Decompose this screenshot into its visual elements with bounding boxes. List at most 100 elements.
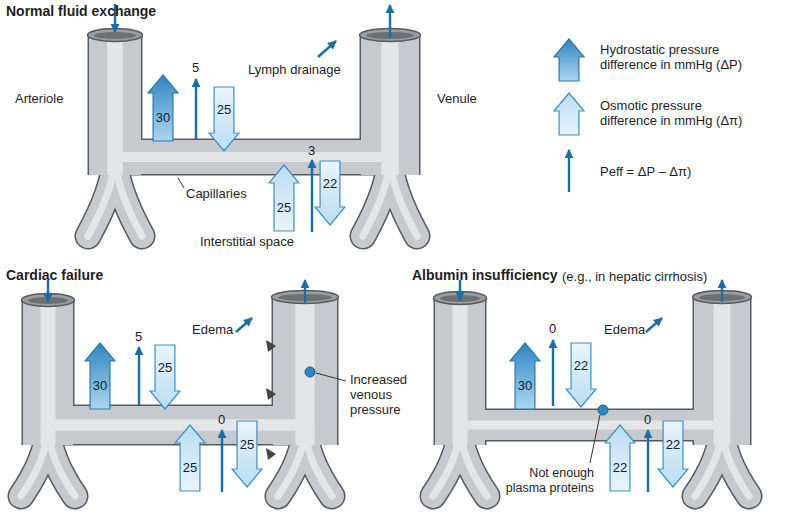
pressure-value: 30 (93, 379, 107, 393)
vessel-wall (390, 155, 417, 236)
vessel-lumen (94, 32, 136, 39)
osmotic-arrow: 22 (314, 160, 346, 226)
legend-text: Hydrostatic pressure difference in mmHg … (600, 42, 758, 72)
vessel-wall (433, 425, 460, 496)
label: Venule (437, 91, 477, 106)
effective-pressure-value: 3 (308, 143, 315, 158)
pressure-value: 30 (518, 379, 532, 393)
vessel-wall (48, 425, 75, 496)
flow-arrow (459, 280, 461, 300)
vessel-wall (48, 419, 305, 430)
panel-title: Normal fluid exchange (6, 4, 156, 19)
peff-arrow (647, 430, 649, 492)
arrow-shape (174, 424, 206, 492)
effective-pressure-value: 0 (644, 412, 651, 427)
osmotic-arrow: 22 (565, 342, 597, 408)
arrow-shape (509, 342, 541, 410)
pressure-wedge (266, 388, 276, 400)
hydrostatic-arrow: 30 (147, 74, 179, 142)
vessel-wall (115, 139, 390, 176)
edema-arrow (236, 318, 252, 332)
arrow-shape (147, 74, 179, 142)
lymph-arrow (318, 41, 336, 57)
edema-arrow (646, 318, 662, 332)
arrow-outline (148, 75, 178, 141)
protein-dot (598, 405, 608, 415)
pressure-value: 22 (666, 438, 680, 452)
hydrostatic-arrow: 30 (509, 342, 541, 410)
pressure-value: 25 (277, 201, 291, 215)
vessel-wall (390, 155, 417, 236)
vessel-wall (433, 425, 460, 496)
effective-pressure-value: 0 (549, 321, 556, 336)
arrow-outline (150, 345, 180, 409)
label: (e.g., in hepatic cirrhosis) (562, 269, 707, 284)
vessel-wall (305, 425, 332, 496)
panel-title: Cardiac failure (6, 268, 103, 283)
osmotic-arrow: 25 (174, 424, 206, 492)
markers (266, 340, 608, 460)
vessel-wall (115, 152, 390, 162)
effective-pressure-value: 0 (218, 412, 225, 427)
label: Not enough plasma proteins (498, 466, 594, 496)
effective-pressure-arrows (139, 79, 648, 492)
arrow-shape (565, 342, 597, 408)
vessel-wall (48, 405, 305, 446)
pressure-value: 30 (156, 111, 170, 125)
pressure-value: 25 (158, 361, 172, 375)
arrow-outline (315, 161, 345, 225)
pressure-value: 22 (574, 359, 588, 373)
effective-pressure-value: 5 (135, 329, 142, 344)
osmotic-arrow: 25 (231, 420, 263, 488)
arrow-shape (231, 420, 263, 488)
leaders (178, 178, 600, 463)
label: Arteriole (15, 91, 63, 106)
flow-arrow (721, 280, 723, 302)
label: Edema (604, 322, 645, 337)
arrow-outline (658, 421, 688, 487)
peff-arrow (195, 79, 197, 140)
arrow-outline (510, 343, 540, 409)
label: Increased venous pressure (350, 372, 436, 417)
peff-arrow (138, 347, 140, 406)
pressure-value: 22 (613, 461, 627, 475)
osmotic-arrow: 22 (604, 424, 636, 492)
vessel-wall (48, 406, 305, 444)
vessel-wall (722, 425, 749, 496)
arrow-outline (269, 165, 299, 231)
osmotic-arrow: 25 (208, 86, 240, 152)
vessel-wall (278, 425, 305, 496)
osmotic-arrow: 22 (657, 420, 689, 488)
arrow-outline (85, 343, 115, 409)
vessel-wall (363, 155, 390, 236)
vessel-wall (460, 425, 487, 496)
vessel-wall (21, 425, 48, 496)
legend-arrows (554, 39, 584, 135)
vessel-wall (305, 425, 332, 496)
pressure-value: 25 (217, 103, 231, 117)
peff-arrow (221, 430, 223, 492)
arrow-shape (657, 420, 689, 488)
flow-arrow (47, 280, 49, 302)
label: Interstitial space (200, 234, 294, 249)
outflow-arrows (236, 41, 662, 332)
effective-pressure-value: 5 (192, 60, 199, 75)
label: Lymph drainage (248, 62, 341, 77)
arrow-shape (268, 164, 300, 232)
legend-peff-arrow (568, 150, 570, 192)
vessel-wall (115, 140, 390, 174)
pressure-value: 25 (183, 461, 197, 475)
arrow-outline (605, 425, 635, 491)
arrow-shape (314, 160, 346, 226)
legend-arrow (554, 39, 584, 81)
pressure-wedge (266, 340, 276, 352)
legend-text: Osmotic pressure difference in mmHg (Δπ) (600, 98, 758, 128)
pressure-wedge (266, 448, 276, 460)
arrow-outline (566, 343, 596, 407)
legend-text: Peff = ΔP – Δπ) (600, 164, 758, 179)
flow-arrow (389, 5, 391, 38)
flow-arrow (304, 280, 306, 304)
label: Capillaries (186, 186, 247, 201)
vessel-wall (722, 425, 749, 496)
